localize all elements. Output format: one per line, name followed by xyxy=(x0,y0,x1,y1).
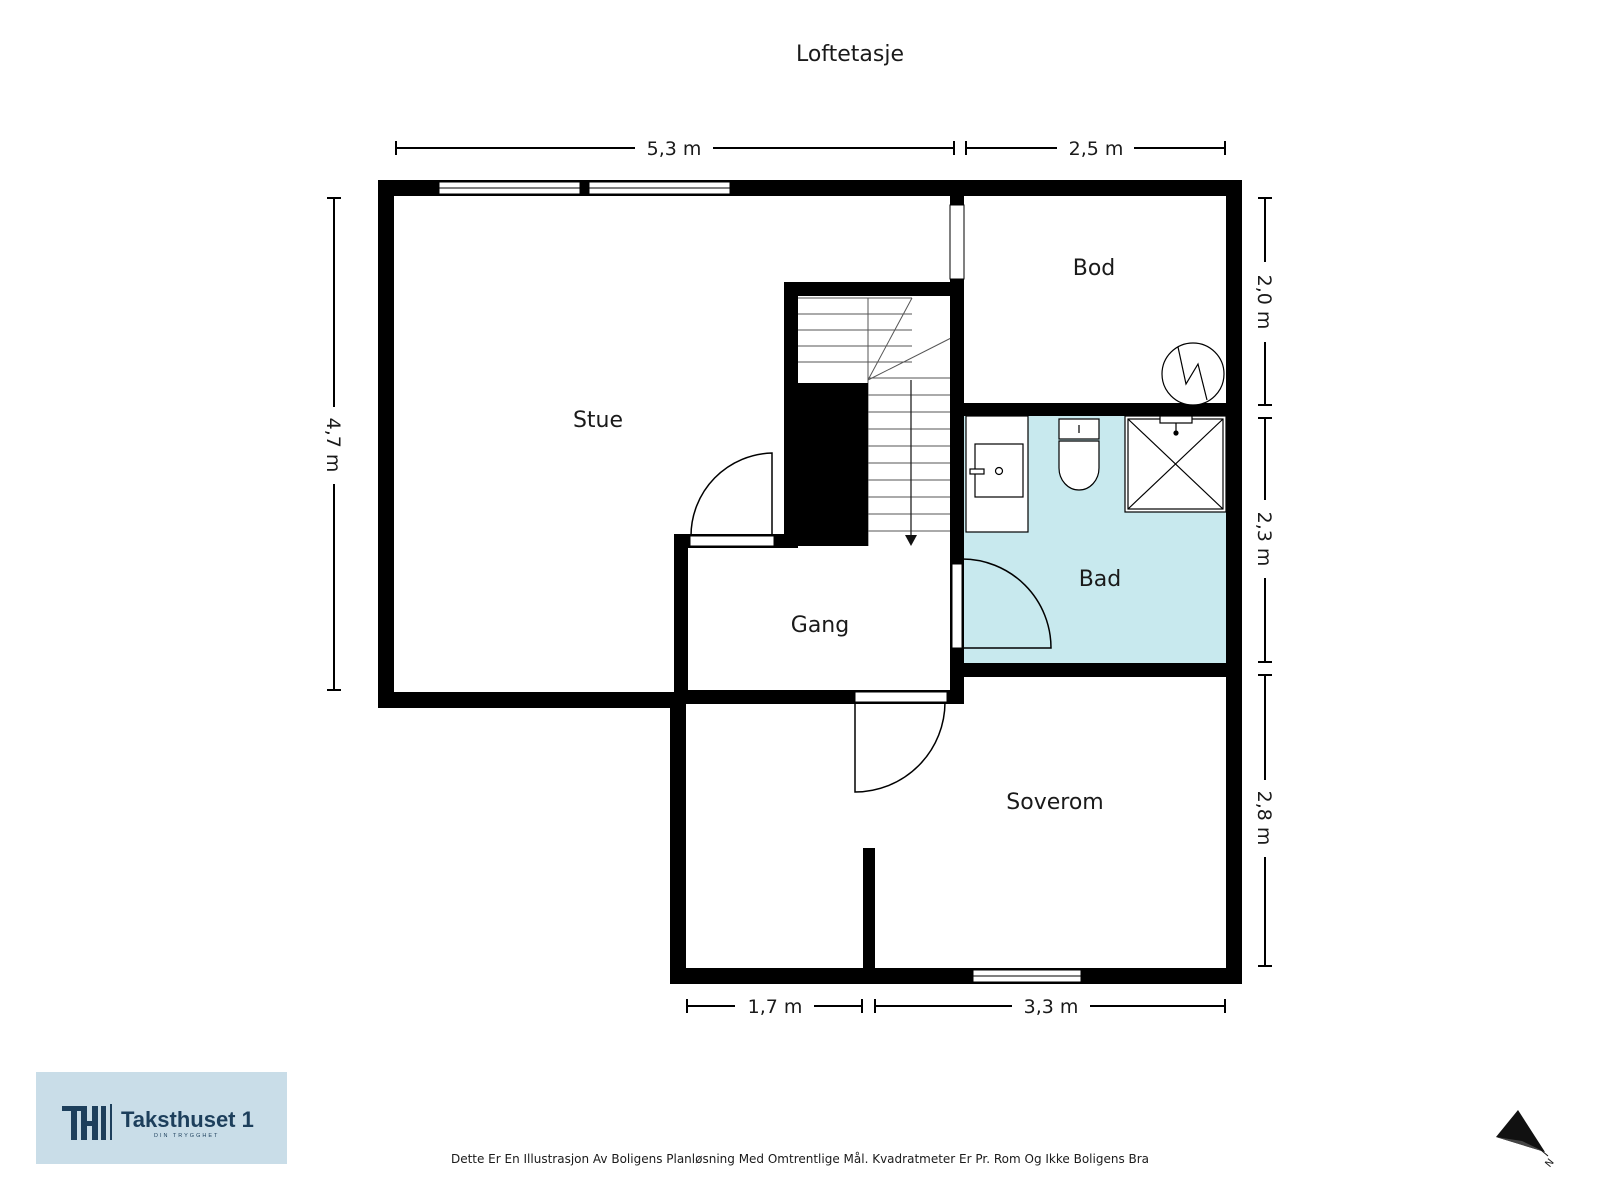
logo-tagline: DIN TRYGGHET xyxy=(154,1133,219,1139)
logo-name: Taksthuset 1 xyxy=(121,1107,254,1132)
lightning-icon xyxy=(1177,346,1208,401)
compass: N xyxy=(1496,1110,1557,1170)
door-soverom xyxy=(854,701,946,793)
dim-right-top: 2,0 m xyxy=(1253,275,1275,330)
stair-arrow-icon xyxy=(905,535,917,546)
dim-right-bottom: 2,8 m xyxy=(1253,791,1275,846)
room-label-soverom: Soverom xyxy=(1006,790,1103,815)
compass-label: N xyxy=(1543,1157,1556,1170)
door-bad xyxy=(961,558,1052,649)
toilet-icon xyxy=(1058,440,1100,491)
dim-bottom-right: 3,3 m xyxy=(1024,996,1079,1018)
dimension-lines xyxy=(327,141,1272,1013)
openings xyxy=(438,181,1082,983)
dim-right-middle: 2,3 m xyxy=(1253,512,1275,567)
staircase xyxy=(795,297,956,546)
room-label-bad: Bad xyxy=(1079,567,1122,592)
dim-top-right: 2,5 m xyxy=(1069,138,1124,160)
floor-title: Loftetasje xyxy=(796,42,904,67)
room-label-bod: Bod xyxy=(1073,256,1116,281)
logo-mark-icon xyxy=(62,1104,112,1140)
dim-top-left: 5,3 m xyxy=(647,138,702,160)
north-arrow-icon xyxy=(1496,1110,1545,1152)
dim-bottom-left: 1,7 m xyxy=(748,996,803,1018)
doors xyxy=(690,452,1052,793)
stair-void xyxy=(790,383,868,546)
fixtures xyxy=(965,342,1227,533)
dim-left: 4,7 m xyxy=(322,418,344,473)
water-heater-icon xyxy=(1161,342,1225,406)
disclaimer: Dette Er En Illustrasjon Av Boligens Pla… xyxy=(451,1152,1149,1166)
logo-background xyxy=(36,1072,287,1164)
logo: Taksthuset 1 DIN TRYGGHET xyxy=(36,1072,287,1164)
room-label-gang: Gang xyxy=(791,613,849,638)
door-stue xyxy=(690,452,773,537)
room-label-stue: Stue xyxy=(573,408,623,433)
